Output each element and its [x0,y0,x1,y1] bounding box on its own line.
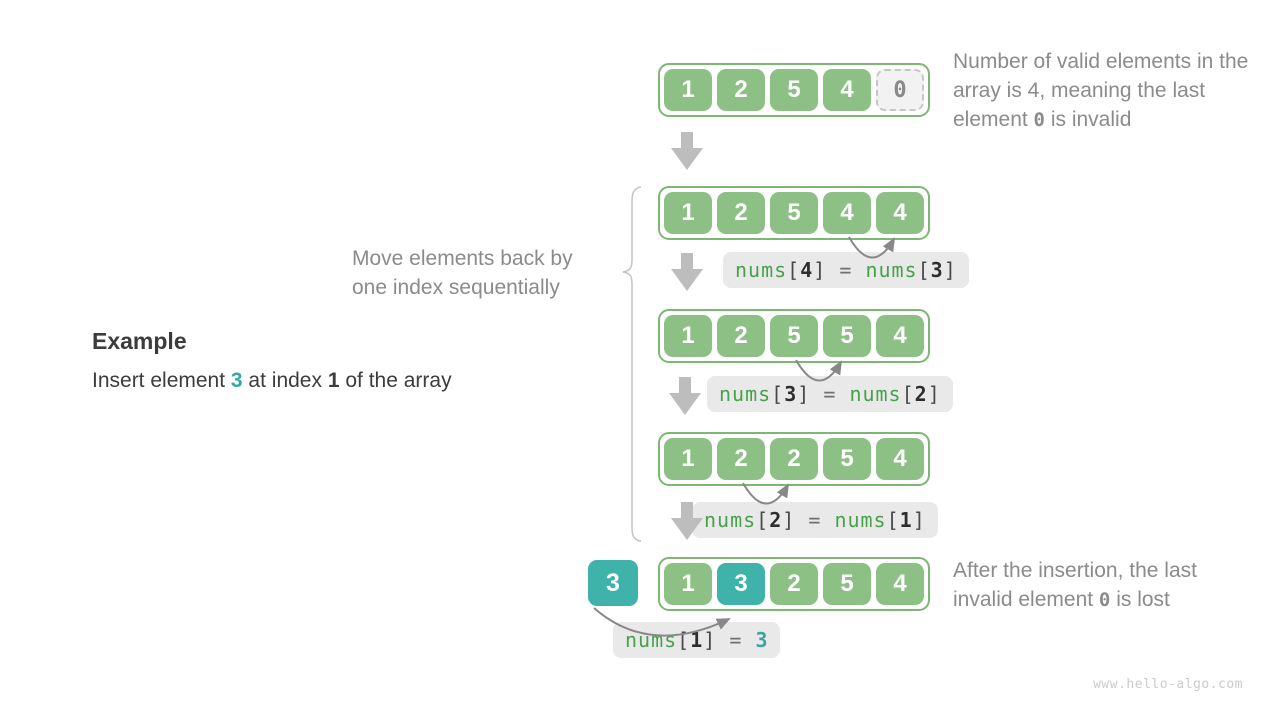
text-token: 0 [1033,109,1045,131]
text-token: [ [771,382,785,406]
op-label-2: nums[3] = nums[2] [707,376,953,412]
array-cell: 3 [588,560,638,606]
text-token: ] [927,382,941,406]
text-token: = [716,628,756,652]
text-token: [ [886,508,900,532]
text-token: 2 [914,382,928,406]
example-title: Example [92,328,187,354]
text-token: 1 [327,369,340,392]
array-cell: 1 [664,192,712,234]
text-token: Number of valid elements in the array is… [953,50,1249,131]
array-cell: 4 [876,192,924,234]
array-cell: 5 [770,192,818,234]
text-token: Insert element [92,369,231,392]
text-token: nums [719,382,772,406]
text-token: 3 [784,382,798,406]
text-token: nums [704,508,757,532]
array-cell: 4 [876,563,924,605]
array-cell: 5 [823,438,871,480]
array-cell: 1 [664,315,712,357]
down-arrow-icon [669,377,701,415]
brace-left [622,186,642,542]
array-cell: 4 [876,315,924,357]
text-token: = [810,382,850,406]
text-token: After the insertion, the last invalid el… [953,559,1197,611]
array-cell: 2 [717,192,765,234]
text-token: nums [625,628,678,652]
text-token: 3 [755,628,769,652]
array-cell: 1 [664,563,712,605]
text-token: 4 [800,258,814,282]
text-token: [ [756,508,770,532]
array-cell: 4 [823,69,871,111]
watermark: www.hello-algo.com [1093,677,1243,692]
move-note: Move elements back by one index sequenti… [352,247,573,299]
array-cell: 5 [823,563,871,605]
text-token: nums [865,258,918,282]
down-arrow-icon [671,502,703,540]
text-token: ] [943,258,957,282]
array-cell: 3 [717,563,765,605]
down-arrow-icon [671,132,703,170]
annotation-top: Number of valid elements in the array is… [953,47,1260,135]
text-token: is invalid [1045,108,1132,131]
text-token: 1 [899,508,913,532]
text-token: nums [849,382,902,406]
inserted-value-cell: 3 [588,560,638,606]
text-token: 0 [1098,589,1111,611]
text-token: ] [782,508,796,532]
text-token: of the array [339,369,452,392]
array-cell: 1 [664,69,712,111]
text-token: ] [912,508,926,532]
text-token: [ [917,258,931,282]
text-token: ] [797,382,811,406]
text-token: is lost [1110,588,1170,611]
array-cell: 5 [823,315,871,357]
text-token: 3 [230,369,243,392]
text-token: 2 [769,508,783,532]
text-token: nums [735,258,788,282]
text-token: ] [703,628,717,652]
array-cell: 4 [876,438,924,480]
array-cell: 2 [770,438,818,480]
array-cell: 0 [876,69,924,111]
op-label-1: nums[4] = nums[3] [723,252,969,288]
text-token: [ [901,382,915,406]
array-cell: 2 [717,315,765,357]
text-token: 1 [690,628,704,652]
array-cell: 4 [823,192,871,234]
down-arrow-icon [671,253,703,291]
array-cell: 5 [770,69,818,111]
op-label-4: nums[1] = 3 [613,622,781,658]
curved-arrow-move-3 [742,482,790,505]
text-token: nums [834,508,887,532]
array-cell: 2 [717,69,765,111]
text-token: 3 [930,258,944,282]
op-label-3: nums[2] = nums[1] [692,502,938,538]
array-cell: 2 [717,438,765,480]
text-token: at index [242,369,328,392]
text-token: [ [787,258,801,282]
text-token: = [795,508,835,532]
array-cell: 5 [770,315,818,357]
text-token: = [826,258,866,282]
annotation-bottom: After the insertion, the last invalid el… [953,556,1253,615]
array-cell: 2 [770,563,818,605]
text-token: ] [813,258,827,282]
array-cell: 1 [664,438,712,480]
text-token: [ [677,628,691,652]
example-description: Insert element 3 at index 1 of the array [92,369,452,393]
